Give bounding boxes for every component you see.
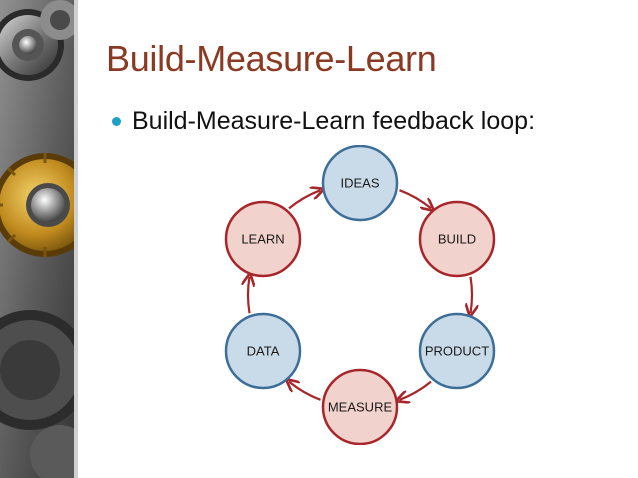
bullet-icon (112, 117, 121, 126)
node-circle-learn (224, 200, 302, 278)
gear-icon-gold (0, 153, 78, 257)
slide-title: Build-Measure-Learn (106, 38, 437, 79)
arrow-learn-to-ideas (288, 190, 321, 210)
node-circle-data (224, 312, 302, 390)
arrow-ideas-to-build (399, 189, 432, 208)
gear-icon-upper-right (40, 0, 78, 40)
node-label-build: BUILD (438, 232, 476, 247)
node-build: BUILD (418, 200, 496, 278)
node-label-data: DATA (247, 344, 280, 359)
bullet-item: Build-Measure-Learn feedback loop: (112, 107, 535, 136)
node-ideas: IDEAS (321, 145, 399, 222)
gear-decoration-strip (0, 0, 78, 478)
node-product: PRODUCT (418, 312, 496, 390)
node-data: DATA (224, 312, 302, 390)
node-label-measure: MEASURE (328, 400, 393, 415)
node-circle-ideas (321, 145, 399, 222)
bullet-text: Build-Measure-Learn feedback loop: (132, 107, 536, 135)
arrow-product-to-measure (400, 380, 432, 400)
loop-arrows (248, 190, 472, 400)
node-label-ideas: IDEAS (340, 176, 379, 191)
node-circle-build (418, 200, 496, 278)
arrow-data-to-learn (248, 277, 249, 314)
node-measure: MEASURE (321, 368, 399, 445)
node-learn: LEARN (224, 200, 302, 278)
node-label-product: PRODUCT (425, 344, 489, 359)
arrow-measure-to-data (289, 382, 321, 401)
gear-icon-bottom (0, 310, 78, 478)
feedback-loop-diagram: IDEAS BUILD PRODUCT MEASURE DATA LEARN (224, 145, 496, 445)
node-circle-product (418, 312, 496, 390)
node-circle-measure (321, 368, 399, 445)
loop-nodes: IDEAS BUILD PRODUCT MEASURE DATA LEARN (224, 145, 496, 445)
node-label-learn: LEARN (241, 232, 284, 247)
arrow-build-to-product (471, 276, 472, 313)
